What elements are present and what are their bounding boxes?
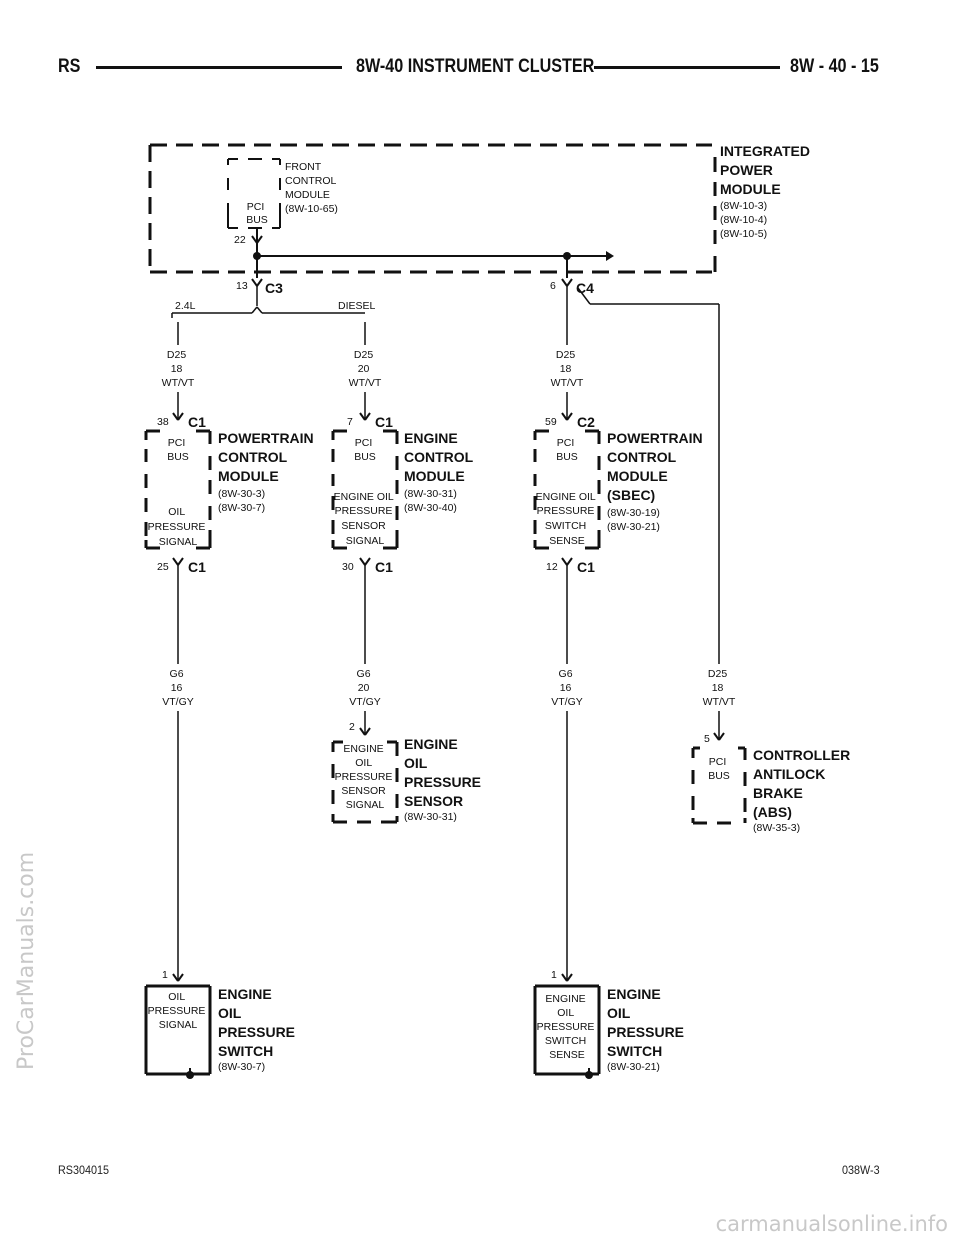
oil-sensor-box-label: ENGINE OIL PRESSURE SENSOR SIGNAL bbox=[335, 743, 396, 811]
ecm-top-conn: C1 bbox=[375, 414, 393, 430]
fcm-inner-label: PCI BUS bbox=[246, 201, 268, 226]
oil-sensor-box bbox=[331, 740, 399, 824]
wire-segments-bottom bbox=[177, 565, 720, 980]
footer-doc-code: 038W-3 bbox=[842, 1163, 880, 1177]
ipm-internal-bus bbox=[251, 228, 614, 278]
connector-c4 bbox=[561, 278, 573, 287]
c4-label: C4 bbox=[576, 280, 594, 296]
abs-chevron bbox=[713, 732, 725, 741]
abs-name: CONTROLLER ANTILOCK BRAKE (ABS) bbox=[753, 747, 854, 820]
splice-right-label: DIESEL bbox=[338, 300, 376, 312]
abs-pin: 5 bbox=[704, 733, 710, 745]
oil-sensor-ref: (8W-30-31) bbox=[404, 811, 457, 823]
ipm-splice-left bbox=[253, 252, 261, 260]
watermark-left: ProCarManuals.com bbox=[14, 851, 39, 1070]
switch-right-chevron bbox=[561, 973, 573, 982]
fcm-inner-box bbox=[227, 158, 281, 229]
pcm-bottom-box: OIL PRESSURE SIGNAL bbox=[148, 506, 209, 548]
ecm-bottom-pin: 30 bbox=[342, 561, 354, 573]
switch-right-ref: (8W-30-21) bbox=[607, 1061, 660, 1073]
sbec-name: POWERTRAIN CONTROL MODULE (SBEC) bbox=[607, 430, 707, 503]
ecm-bottom-conn: C1 bbox=[375, 559, 393, 575]
wire-ecm-in: D25 20 WT/VT bbox=[349, 349, 382, 389]
switch-right-box-label: ENGINE OIL PRESSURE SWITCH SENSE bbox=[537, 993, 598, 1061]
wire-abs-in: D25 18 WT/VT bbox=[703, 668, 736, 708]
wire-pcm-in: D25 18 WT/VT bbox=[162, 349, 195, 389]
ipm-outline bbox=[148, 143, 712, 274]
sbec-box bbox=[533, 429, 601, 550]
ecm-refs: (8W-30-31) (8W-30-40) bbox=[404, 488, 460, 514]
pcm-bottom-conn: C1 bbox=[188, 559, 206, 575]
ipm-name: INTEGRATED POWER MODULE bbox=[720, 143, 814, 197]
page-number: 8W - 40 - 15 bbox=[790, 56, 879, 77]
c4-pin: 6 bbox=[550, 280, 556, 292]
switch-left-box-label: OIL PRESSURE SIGNAL bbox=[148, 991, 209, 1031]
pcm-bottom-pin: 25 bbox=[157, 561, 169, 573]
fcm-label: FRONT CONTROL MODULE (8W-10-65) bbox=[285, 161, 339, 215]
footer-figure-id: RS304015 bbox=[58, 1163, 110, 1177]
oil-sensor-chevron bbox=[359, 727, 371, 736]
ipm-refs: (8W-10-3) (8W-10-4) (8W-10-5) bbox=[720, 200, 770, 240]
sbec-top-pin: 59 bbox=[545, 416, 557, 428]
abs-box-label: PCI BUS bbox=[708, 756, 730, 782]
splice-left-label: 2.4L bbox=[175, 300, 196, 312]
watermark-bottom: carmanualsonline.info bbox=[715, 1212, 948, 1236]
oil-sensor-pin: 2 bbox=[349, 721, 355, 733]
abs-box bbox=[691, 746, 747, 825]
module-bottom-connectors bbox=[172, 557, 573, 566]
sbec-bottom-box: ENGINE OIL PRESSURE SWITCH SENSE bbox=[536, 491, 599, 547]
wire-sbec-in: D25 18 WT/VT bbox=[551, 349, 584, 389]
switch-left-pin: 1 bbox=[162, 969, 168, 981]
sbec-refs: (8W-30-19) (8W-30-21) bbox=[607, 507, 663, 533]
wire-segments-top bbox=[177, 286, 720, 664]
switch-right-box bbox=[533, 984, 601, 1076]
header-rule-left bbox=[96, 66, 342, 69]
switch-left-name: ENGINE OIL PRESSURE SWITCH bbox=[218, 986, 299, 1059]
c3-pin: 13 bbox=[236, 280, 248, 292]
ipm-splice-right bbox=[563, 252, 571, 260]
pcm-refs: (8W-30-3) (8W-30-7) bbox=[218, 488, 268, 514]
header-section-code: RS bbox=[58, 56, 81, 77]
wire-pcm-out: G6 16 VT/GY bbox=[162, 668, 194, 708]
c3-label: C3 bbox=[265, 280, 283, 296]
wire-sbec-out: G6 16 VT/GY bbox=[551, 668, 583, 708]
sbec-bottom-pin: 12 bbox=[546, 561, 558, 573]
oil-sensor-name: ENGINE OIL PRESSURE SENSOR bbox=[404, 736, 485, 809]
switch-left-ref: (8W-30-7) bbox=[218, 1061, 265, 1073]
ecm-box bbox=[331, 429, 399, 550]
ecm-top-box: PCI BUS bbox=[354, 437, 376, 463]
switch-right-pin: 1 bbox=[551, 969, 557, 981]
pcm-box bbox=[144, 429, 212, 550]
sbec-top-box: PCI BUS bbox=[556, 437, 578, 463]
connector-c3 bbox=[251, 278, 263, 287]
pcm-top-conn: C1 bbox=[188, 414, 206, 430]
pcm-name: POWERTRAIN CONTROL MODULE bbox=[218, 430, 318, 484]
switch-left-box bbox=[144, 984, 212, 1076]
ecm-bottom-box: ENGINE OIL PRESSURE SENSOR SIGNAL bbox=[334, 491, 397, 547]
abs-ref: (8W-35-3) bbox=[753, 822, 800, 834]
module-top-connectors bbox=[172, 412, 573, 421]
ecm-top-pin: 7 bbox=[347, 416, 353, 428]
ecm-name: ENGINE CONTROL MODULE bbox=[404, 430, 477, 484]
header-rule-right bbox=[594, 66, 780, 69]
page-title: 8W-40 INSTRUMENT CLUSTER bbox=[356, 56, 595, 77]
switch-right-name: ENGINE OIL PRESSURE SWITCH bbox=[607, 986, 688, 1059]
ipm-inner-pin: 22 bbox=[234, 234, 246, 246]
pcm-top-pin: 38 bbox=[157, 416, 169, 428]
wire-ecm-out: G6 20 VT/GY bbox=[349, 668, 381, 708]
switch-left-chevron bbox=[172, 973, 184, 982]
splice-wires bbox=[171, 286, 366, 345]
sbec-bottom-conn: C1 bbox=[577, 559, 595, 575]
sbec-top-conn: C2 bbox=[577, 414, 595, 430]
pcm-top-box: PCI BUS bbox=[167, 437, 189, 463]
